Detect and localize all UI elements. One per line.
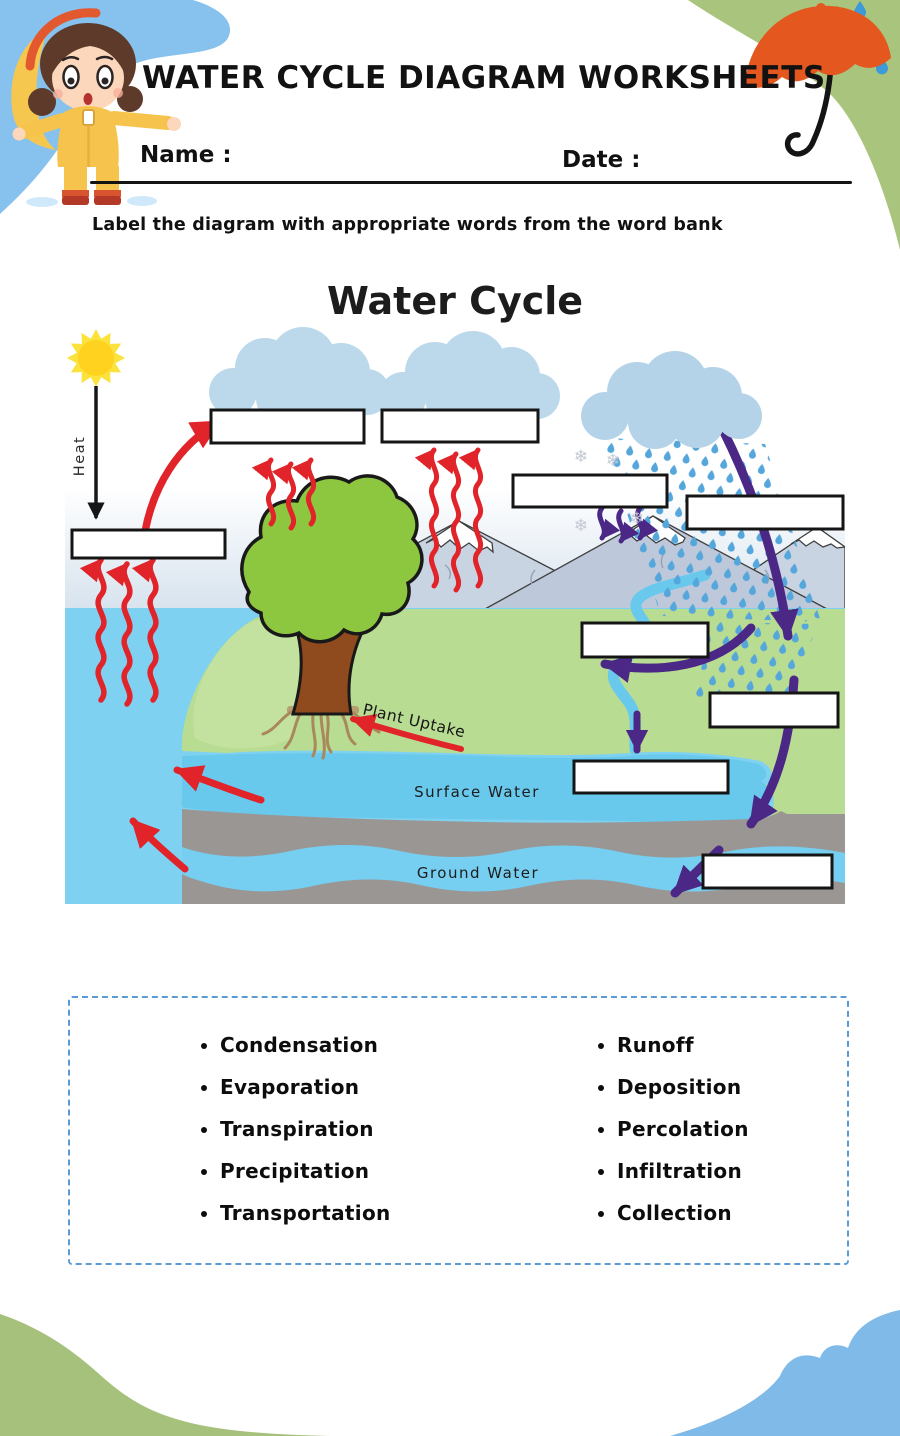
water-cycle-diagram: ❄❄ ❄❄ Heat Water Cycle Plant Uptake Surf… xyxy=(65,279,845,904)
answer-box-6[interactable] xyxy=(580,621,710,659)
svg-text:❄: ❄ xyxy=(606,451,620,471)
word-bank-left-column: Condensation Evaporation Transpiration P… xyxy=(198,1034,391,1244)
hood xyxy=(11,8,101,150)
word-bank-item[interactable]: Condensation xyxy=(220,1034,391,1057)
word-bank-item[interactable]: Evaporation xyxy=(220,1076,391,1099)
answer-box-1[interactable] xyxy=(209,408,366,445)
sun-icon xyxy=(67,329,125,387)
rising-vapor-arrow xyxy=(141,418,223,536)
tree xyxy=(240,474,424,760)
word-bank-item[interactable]: Infiltration xyxy=(617,1160,749,1183)
word-bank-item[interactable]: Percolation xyxy=(617,1118,749,1141)
heat-label: Heat xyxy=(72,436,88,476)
surface-water-label: Surface Water xyxy=(414,783,540,801)
word-bank-item[interactable]: Transpiration xyxy=(220,1118,391,1141)
answer-box-7[interactable] xyxy=(708,691,840,729)
word-bank-item[interactable]: Transportation xyxy=(220,1202,391,1225)
snowflake-icons: ❄ ❄ ❄ ❄ xyxy=(574,447,644,536)
answer-box-9[interactable] xyxy=(701,853,834,890)
word-bank-item[interactable]: Collection xyxy=(617,1202,749,1225)
splash-shapes xyxy=(26,196,157,207)
tree-canopy xyxy=(240,474,424,644)
word-bank-right-column: Runoff Deposition Percolation Infiltrati… xyxy=(595,1034,749,1244)
ground-water-label: Ground Water xyxy=(417,864,539,882)
svg-text:❄: ❄ xyxy=(630,509,644,529)
page-title: WATER CYCLE DIAGRAM WORKSHEETS xyxy=(142,60,826,96)
name-label: Name : xyxy=(140,142,232,168)
diagram-title: Water Cycle xyxy=(327,279,583,323)
answer-box-4[interactable] xyxy=(511,473,669,509)
flow-to-ocean-arrows xyxy=(129,765,265,873)
answer-box-8[interactable] xyxy=(572,759,730,795)
instruction-text: Label the diagram with appropriate words… xyxy=(92,215,723,235)
answer-box-5[interactable] xyxy=(685,494,845,531)
evaporation-arrows xyxy=(79,418,484,707)
runoff-arrow xyxy=(600,623,756,683)
word-bank-item[interactable]: Precipitation xyxy=(220,1160,391,1183)
umbrella-icon xyxy=(745,1,891,157)
answer-box-3[interactable] xyxy=(70,528,227,560)
bottom-left-green-blob xyxy=(0,1314,330,1436)
bottom-right-blue-blob xyxy=(670,1310,900,1436)
svg-text:❄: ❄ xyxy=(574,447,588,467)
plant-uptake-arrow xyxy=(350,713,464,752)
word-bank-item[interactable]: Runoff xyxy=(617,1034,749,1057)
raincoat-girl-illustration xyxy=(11,8,181,207)
svg-text:❄: ❄ xyxy=(574,516,588,536)
head xyxy=(28,23,143,116)
word-bank: Condensation Evaporation Transpiration P… xyxy=(68,996,849,1265)
word-bank-item[interactable]: Deposition xyxy=(617,1076,749,1099)
answer-box-2[interactable] xyxy=(380,408,540,444)
raincoat-body xyxy=(12,106,181,205)
name-date-writing-line xyxy=(90,181,852,184)
date-label: Date : xyxy=(562,147,641,173)
